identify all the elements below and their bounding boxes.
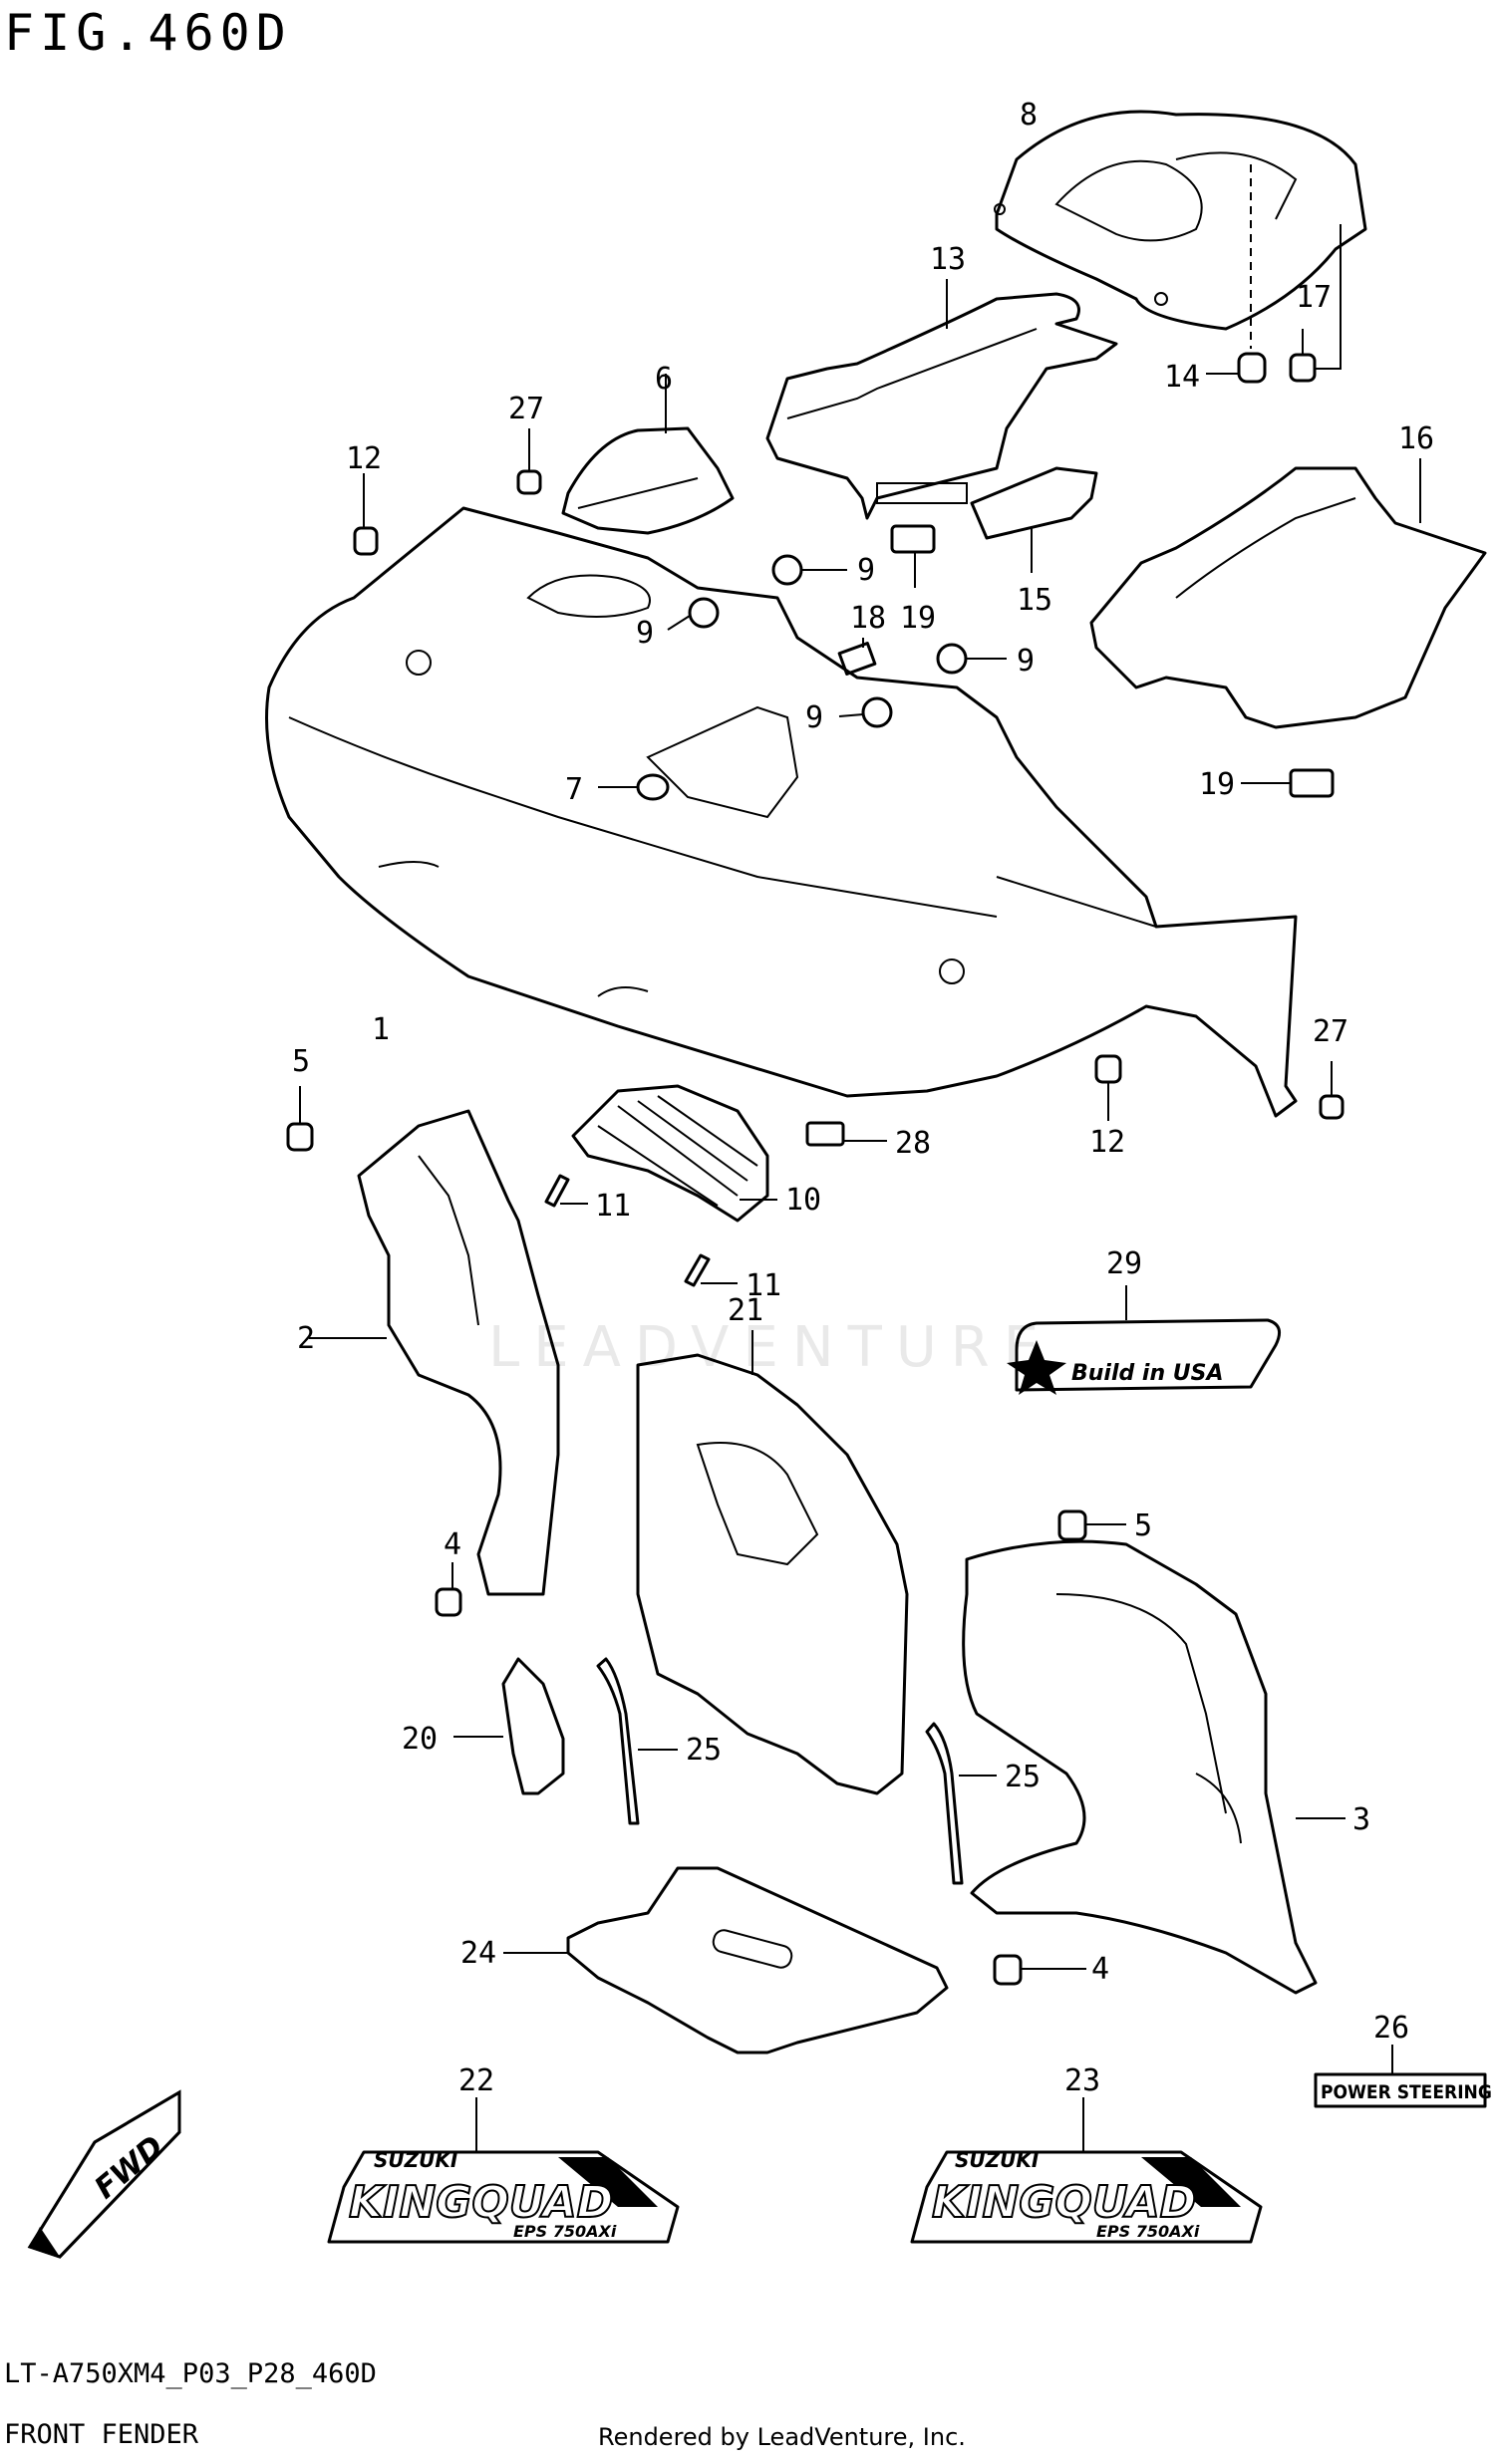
watermark: LEADVENTURE bbox=[488, 1315, 1053, 1380]
callout-22: 22 bbox=[458, 2063, 494, 2098]
model-sub-text-right: EPS 750AXi bbox=[1096, 2222, 1200, 2241]
callout-12-top: 12 bbox=[346, 441, 382, 476]
callout-17: 17 bbox=[1296, 280, 1332, 315]
callout-9-d: 9 bbox=[805, 700, 823, 735]
power-steering-text: POWER STEERING bbox=[1321, 2081, 1492, 2103]
part-4-screw-right[interactable] bbox=[993, 1954, 1086, 1986]
callout-27-top: 27 bbox=[508, 392, 544, 426]
part-21-center-panel[interactable] bbox=[636, 1330, 909, 1795]
callout-11-b: 11 bbox=[746, 1268, 781, 1303]
model-sub-text-left: EPS 750AXi bbox=[513, 2222, 617, 2241]
callout-18: 18 bbox=[850, 601, 886, 636]
callout-29: 29 bbox=[1106, 1246, 1142, 1281]
part-8-front-upper-cover[interactable] bbox=[994, 110, 1367, 331]
part-12-grommet-right[interactable] bbox=[1094, 1054, 1122, 1121]
callout-12-right: 12 bbox=[1089, 1125, 1125, 1160]
part-25-cable-tie-left[interactable] bbox=[596, 1657, 678, 1825]
callout-24: 24 bbox=[460, 1936, 496, 1971]
part-2-left-mud-guard[interactable] bbox=[309, 1109, 560, 1596]
callout-13: 13 bbox=[930, 242, 966, 277]
callout-4-right: 4 bbox=[1091, 1952, 1109, 1987]
part-15-pad[interactable] bbox=[970, 466, 1098, 573]
callout-9-a: 9 bbox=[857, 553, 875, 588]
callout-14: 14 bbox=[1164, 360, 1200, 395]
part-25-cable-tie-right[interactable] bbox=[925, 1722, 997, 1885]
part-5-clip-left[interactable] bbox=[286, 1086, 314, 1152]
part-23-kingquad-decal-right[interactable] bbox=[910, 2097, 1263, 2244]
callout-26: 26 bbox=[1373, 2011, 1409, 2046]
part-22-kingquad-decal-left[interactable] bbox=[327, 2097, 680, 2244]
part-12-grommet-left[interactable] bbox=[353, 473, 379, 556]
part-27-screw-top[interactable] bbox=[516, 428, 542, 495]
build-in-usa-text: Build in USA bbox=[1071, 1361, 1224, 1386]
suzuki-text-right: SUZUKI bbox=[955, 2148, 1040, 2172]
part-9-clip-c[interactable] bbox=[936, 643, 968, 675]
fwd-arrow-icon bbox=[27, 2089, 181, 2259]
part-1-front-fender[interactable] bbox=[265, 506, 1298, 1118]
callout-11-a: 11 bbox=[595, 1189, 631, 1224]
part-7-grommet[interactable] bbox=[598, 773, 670, 801]
part-28-foam[interactable] bbox=[805, 1121, 887, 1147]
callout-16: 16 bbox=[1398, 421, 1434, 456]
kingquad-text-right: KINGQUAD bbox=[932, 2177, 1196, 2228]
part-29-build-in-usa-decal[interactable] bbox=[1007, 1285, 1282, 1395]
suzuki-text-left: SUZUKI bbox=[374, 2148, 458, 2172]
render-credit: Rendered by LeadVenture, Inc. bbox=[598, 2423, 966, 2451]
callout-7: 7 bbox=[565, 772, 583, 807]
kingquad-text-left: KINGQUAD bbox=[349, 2177, 613, 2228]
callout-23: 23 bbox=[1064, 2063, 1100, 2098]
callout-4-left: 4 bbox=[444, 1527, 461, 1562]
callout-21: 21 bbox=[728, 1293, 763, 1328]
part-3-right-mud-guard[interactable] bbox=[962, 1539, 1346, 1995]
figure-title: FIG.460D bbox=[4, 4, 292, 62]
part-14-rivet[interactable] bbox=[1206, 352, 1267, 384]
part-17-clip[interactable] bbox=[1289, 224, 1342, 383]
part-5-clip-right[interactable] bbox=[1057, 1509, 1126, 1541]
part-24-skid-plate[interactable] bbox=[503, 1866, 949, 2054]
callout-25-left: 25 bbox=[686, 1733, 722, 1768]
callout-27-right: 27 bbox=[1313, 1014, 1348, 1049]
callout-15: 15 bbox=[1017, 583, 1052, 618]
callout-9-b: 9 bbox=[636, 616, 654, 651]
callout-6: 6 bbox=[655, 362, 673, 397]
part-27-screw-right[interactable] bbox=[1319, 1061, 1345, 1120]
part-4-screw-left[interactable] bbox=[435, 1562, 462, 1617]
part-20-bracket[interactable] bbox=[453, 1657, 565, 1795]
part-16-side-panel[interactable] bbox=[1089, 466, 1487, 729]
callout-5-left: 5 bbox=[292, 1044, 310, 1079]
callout-5-right: 5 bbox=[1134, 1508, 1152, 1543]
model-code: LT-A750XM4_P03_P28_460D bbox=[4, 2358, 377, 2389]
part-19-cushion-right[interactable] bbox=[1241, 768, 1335, 798]
part-9-clip-b[interactable] bbox=[688, 597, 720, 629]
callout-25-right: 25 bbox=[1005, 1760, 1041, 1794]
callout-1: 1 bbox=[372, 1012, 390, 1047]
callout-19-top: 19 bbox=[900, 601, 936, 636]
figure-name: FRONT FENDER bbox=[4, 2419, 199, 2450]
callout-8: 8 bbox=[1020, 98, 1038, 133]
part-13-bracket[interactable] bbox=[765, 292, 1118, 520]
part-9-clip-d[interactable] bbox=[861, 696, 893, 728]
callout-20: 20 bbox=[402, 1722, 438, 1757]
part-11-screw-b[interactable] bbox=[684, 1253, 738, 1287]
callout-9-c: 9 bbox=[1017, 644, 1035, 679]
part-19-cushion-top[interactable] bbox=[890, 524, 936, 588]
part-9-clip-a[interactable] bbox=[771, 554, 803, 586]
part-26-power-steering-decal[interactable] bbox=[1314, 2045, 1487, 2108]
callout-28: 28 bbox=[895, 1126, 931, 1161]
part-10-air-grille[interactable] bbox=[571, 1084, 777, 1223]
part-11-screw-a[interactable] bbox=[544, 1174, 588, 1208]
part-18-foam[interactable] bbox=[837, 638, 877, 676]
callout-3: 3 bbox=[1352, 1802, 1370, 1837]
callout-19-right: 19 bbox=[1199, 767, 1235, 802]
callout-2: 2 bbox=[297, 1321, 315, 1356]
part-6-cover-lid[interactable] bbox=[561, 426, 735, 535]
callout-10: 10 bbox=[785, 1183, 821, 1218]
